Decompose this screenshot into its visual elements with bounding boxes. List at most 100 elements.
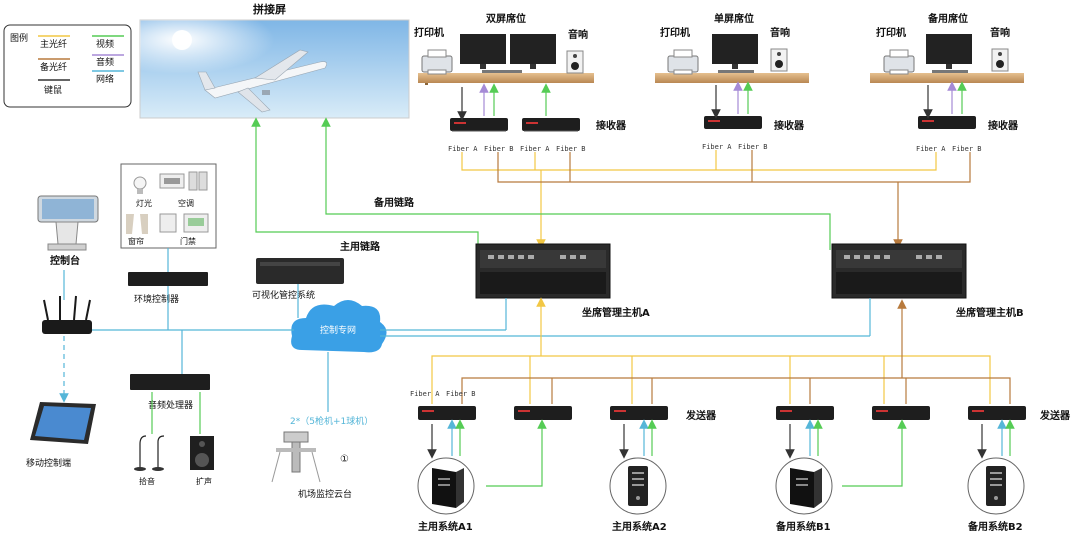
control-network-cloud: 控制专网 [291, 300, 387, 353]
system-b1-label: 备用系统B1 [775, 520, 831, 533]
speaker-icon [991, 48, 1009, 72]
system-a1: 主用系统A1 [417, 457, 475, 533]
fiber-b-label: Fiber B [952, 145, 982, 153]
curtain-icon [126, 214, 148, 234]
legend-video-label: 视频 [96, 38, 114, 50]
legend-network-label: 网络 [96, 73, 114, 85]
curtain-label: 窗帘 [128, 236, 144, 246]
backup-seat: 备用席位 打印机 音响 [870, 12, 1024, 83]
sender-device [418, 406, 476, 420]
legend-main-fiber-label: 主光纤 [40, 38, 67, 50]
keyboard-icon [718, 70, 754, 73]
system-b2-label: 备用系统B2 [967, 520, 1023, 533]
sender-device [968, 406, 1026, 420]
sender-label-1: 发送器 [685, 409, 717, 422]
airport-ptz-label: 机场监控云台 [298, 488, 352, 500]
single-seat: 单屏席位 打印机 音响 [655, 12, 809, 83]
sender-label-2: 发送器 [1039, 409, 1071, 422]
legend-backup-fiber-label: 备光纤 [40, 61, 67, 73]
monitor-icon [510, 34, 556, 69]
light-bulb-icon [133, 176, 147, 194]
desk [870, 73, 1024, 83]
audio-processor-label: 音频处理器 [148, 399, 193, 411]
sender-device [514, 406, 572, 420]
printer-icon [883, 49, 915, 75]
speaker-icon [770, 48, 788, 72]
amplify-label: 扩声 [196, 476, 212, 486]
access-control-icon [159, 213, 209, 233]
splice-screen-label: 拼接屏 [253, 2, 286, 16]
sender-system-links [427, 419, 1015, 487]
host-b: 坐席管理主机B [831, 243, 1024, 319]
monitor-icon [712, 34, 758, 69]
system-a2: 主用系统A2 [609, 457, 667, 533]
keyboard-icon [932, 70, 968, 73]
sender-device [610, 406, 668, 420]
backup-seat-speaker-label: 音响 [990, 26, 1010, 39]
fiber-a-label: Fiber A [702, 143, 732, 151]
airplane-icon [197, 49, 327, 113]
ac-label: 空调 [178, 198, 194, 208]
senders: 发送器 发送器 [418, 406, 1071, 422]
audio-processor: 音频处理器 [130, 374, 210, 434]
environment-devices: 灯光 空调 窗帘 门禁 [120, 163, 217, 249]
receivers: 接收器 接收器 接收器 Fiber A Fiber B Fiber A Fibe… [448, 116, 1019, 153]
backup-seat-printer-label: 打印机 [876, 26, 906, 39]
fiber-a-label: Fiber A [916, 145, 946, 153]
receiver-label-3: 接收器 [988, 119, 1019, 132]
receiver-device [450, 118, 508, 132]
system-a1-label: 主用系统A1 [418, 520, 473, 533]
microphone-icon: 拾音 [134, 435, 165, 486]
airport-ptz: 2*（5枪机+1球机） ① 机场监控云台 [271, 415, 373, 500]
receiver-label-1: 接收器 [596, 119, 627, 132]
printer-icon [421, 49, 453, 75]
host-a: 坐席管理主机A [475, 243, 650, 319]
ptz-marker: ① [340, 454, 349, 465]
monitor-icon [460, 34, 506, 69]
top-fiber-bus [461, 150, 971, 249]
network-links [59, 248, 871, 412]
mic-label: 拾音 [139, 476, 155, 486]
fiber-a-label: Fiber A [448, 145, 478, 153]
visual-control-system: 可视化管控系统 [252, 258, 344, 301]
splice-screen: 拼接屏 [139, 2, 410, 119]
console: 控制台 [37, 195, 99, 267]
server-icon [432, 468, 464, 508]
system-b1: 备用系统B1 [775, 457, 833, 533]
ptz-camera-icon [271, 431, 321, 483]
control-network-label: 控制专网 [320, 324, 356, 336]
fiber-b-label: Fiber B [446, 390, 476, 398]
desk [655, 73, 809, 83]
screen-video-links [251, 117, 831, 250]
backup-seat-label: 备用席位 [927, 12, 968, 25]
fiber-a-label: Fiber A [520, 145, 550, 153]
single-seat-label: 单屏席位 [714, 12, 754, 25]
loudspeaker-icon: 扩声 [190, 436, 214, 486]
receiver-label-2: 接收器 [774, 119, 805, 132]
mobile-terminal-label: 移动控制端 [26, 457, 71, 469]
sender-device [776, 406, 834, 420]
fiber-a-label: Fiber A [410, 390, 440, 398]
sun-icon [172, 30, 192, 50]
system-b2: 备用系统B2 [967, 457, 1025, 533]
keyboard-icon [482, 70, 522, 73]
dual-seat: 双屏席位 打印机 音响 [414, 12, 594, 85]
air-conditioner-icon [159, 171, 208, 191]
env-controller-label: 环境控制器 [134, 293, 179, 305]
legend: 图例 主光纤 备光纤 键鼠 视频 音频 网络 [3, 24, 132, 108]
fiber-b-label: Fiber B [484, 145, 514, 153]
single-seat-speaker-label: 音响 [770, 26, 790, 39]
legend-title: 图例 [10, 32, 28, 44]
legend-kvm-label: 键鼠 [44, 84, 62, 96]
console-label: 控制台 [50, 254, 80, 267]
legend-audio-label: 音频 [96, 56, 114, 68]
printer-icon [667, 49, 699, 75]
router-icon [42, 295, 92, 334]
receiver-device [918, 116, 976, 129]
monitor-icon [926, 34, 972, 69]
single-seat-printer-label: 打印机 [660, 26, 690, 39]
main-link-label: 主用链路 [340, 240, 381, 253]
bottom-fiber-bus [431, 297, 1011, 404]
